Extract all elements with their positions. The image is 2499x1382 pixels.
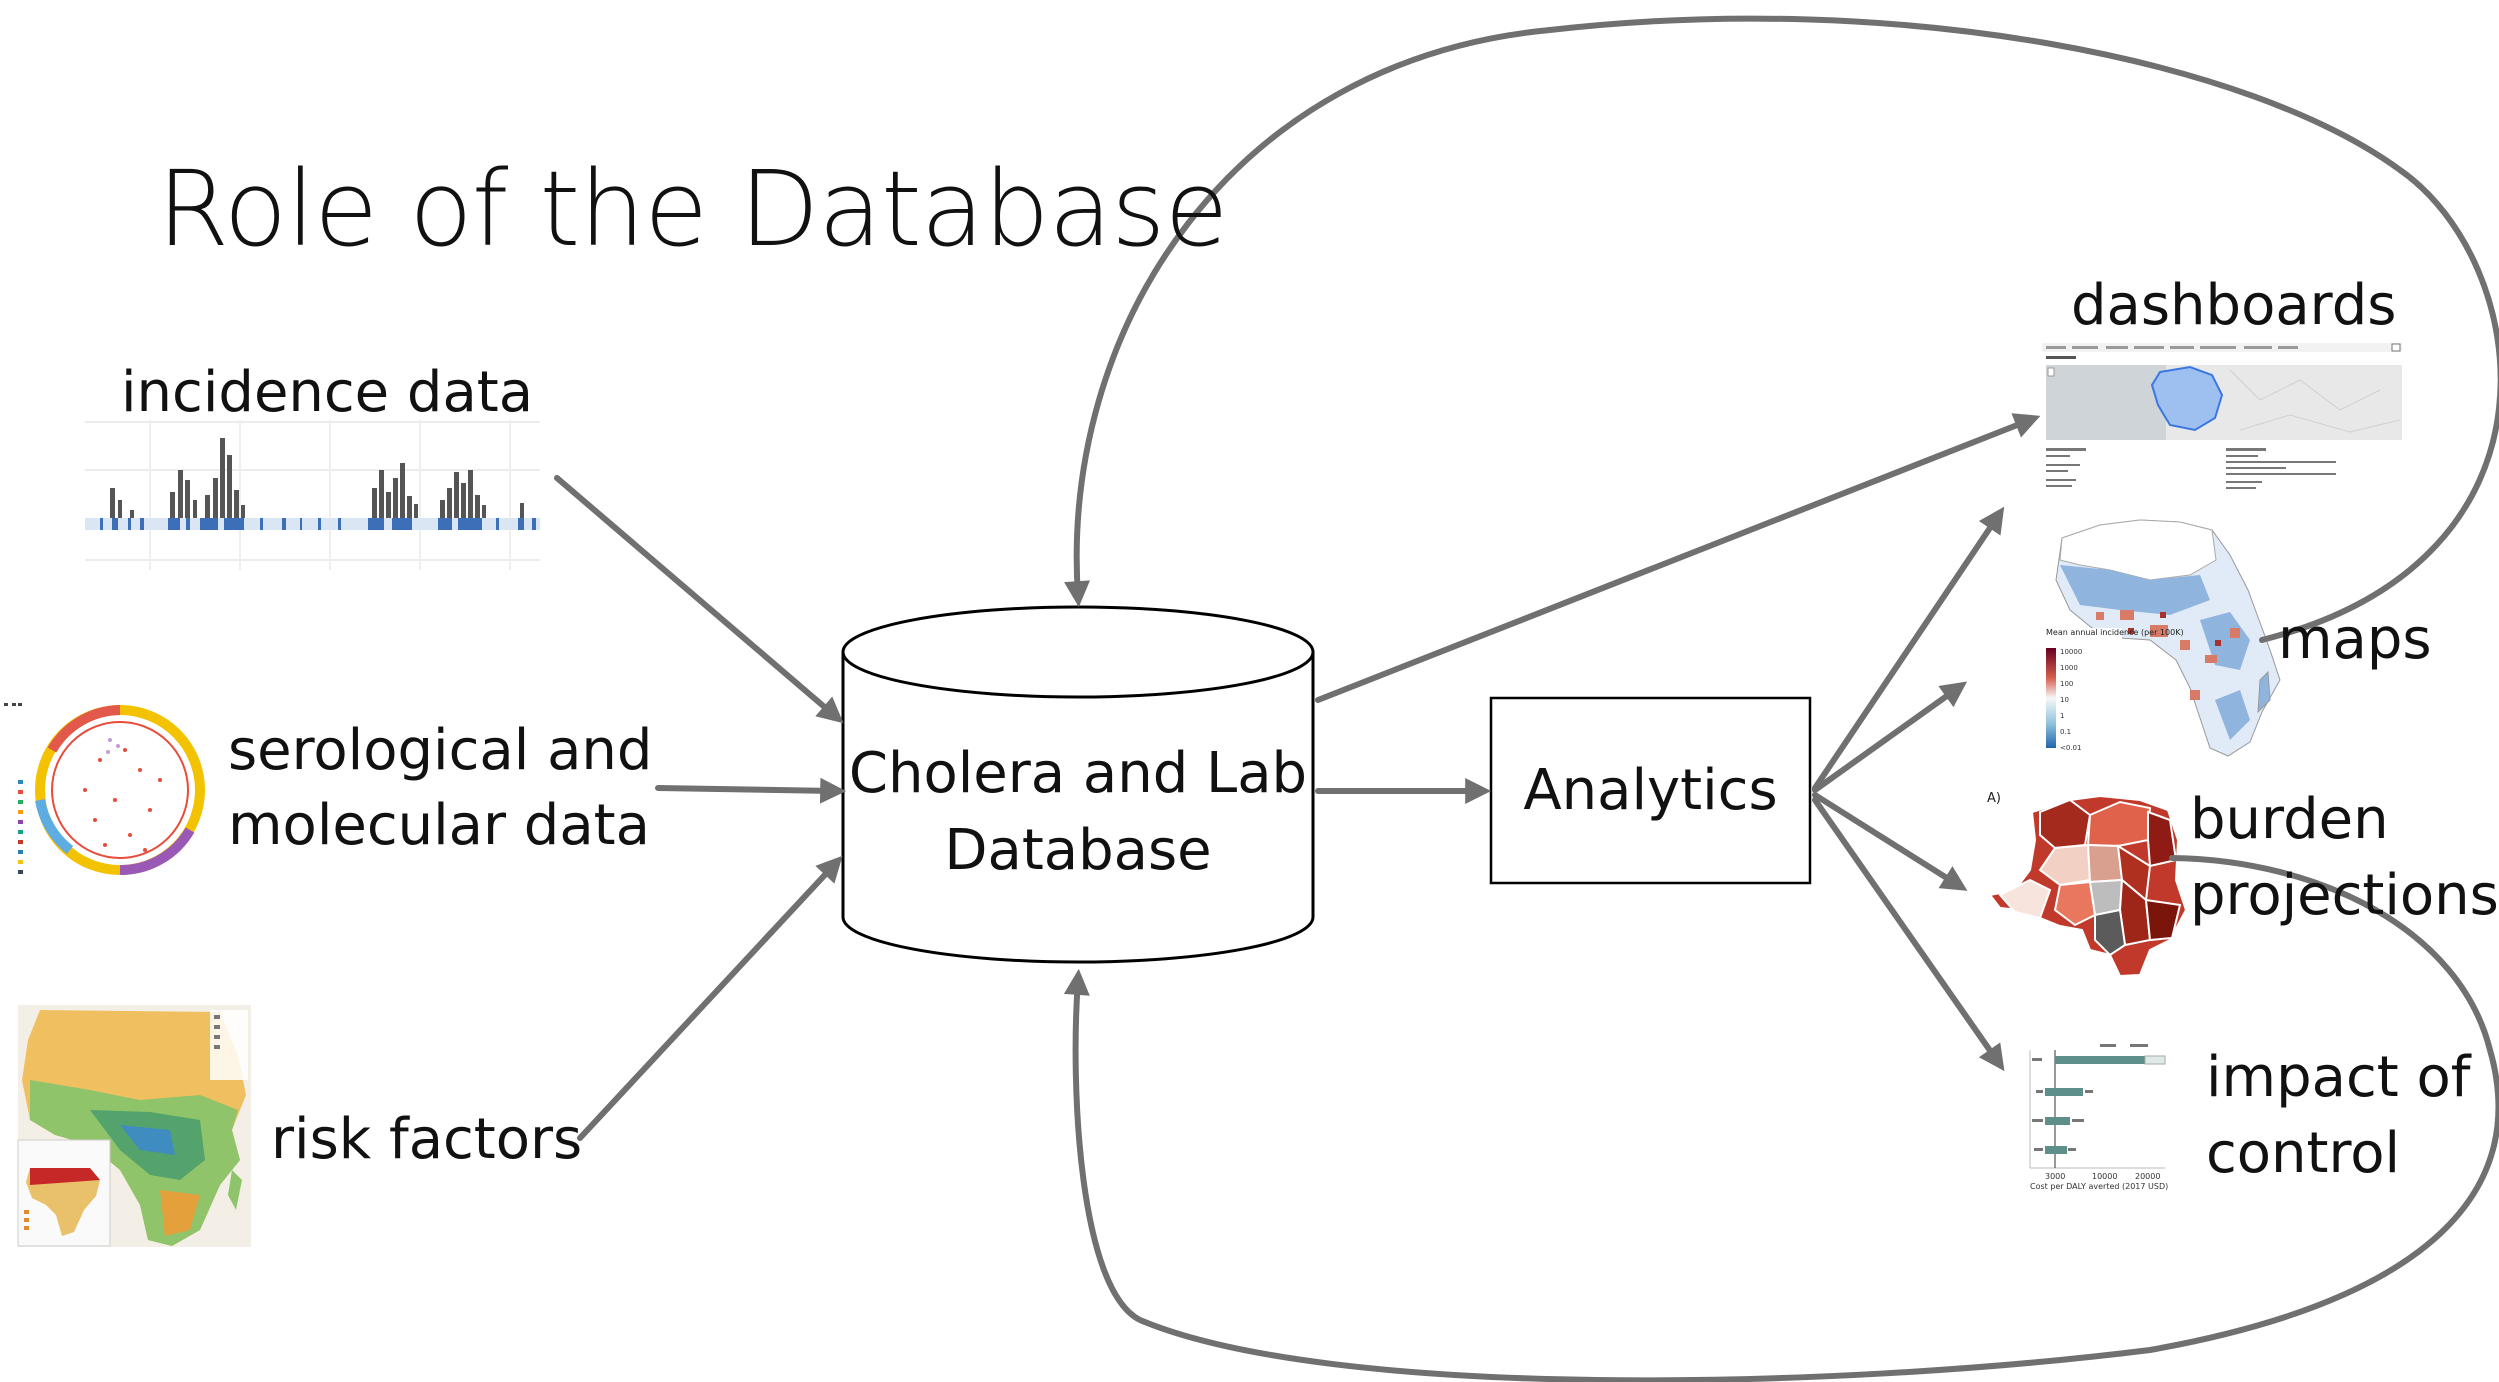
arrow-analytics-to-impact [1812,792,1968,891]
burden-label-line2: projections [2190,863,2499,928]
burden-label-line1: burden [2190,787,2389,852]
database-label-line2: Database [944,818,1212,883]
risk-factors-label: risk factors [271,1107,583,1172]
dashboards-thumbnail [2042,343,2402,513]
database-cylinder [841,605,1315,964]
maps-legend-tick: 1000 [2060,664,2078,672]
impact-xtick: 10000 [2092,1172,2117,1181]
impact-bar [2045,1146,2067,1154]
maps-legend-tick: 1 [2060,712,2064,720]
maps-legend-tick: 10 [2060,696,2069,704]
incidence-data-label: incidence data [121,360,534,425]
arrow-serological-to-database [655,777,847,804]
serological-thumbnail [4,703,205,876]
burden-panel-label: A) [1987,791,2001,806]
serological-label-line1: serological and [228,718,653,783]
database-label-line1: Cholera and Lab [848,741,1308,806]
analytics-box [1489,696,1812,885]
maps-legend-tick: 10000 [2060,648,2082,656]
impact-xtick: 3000 [2045,1172,2065,1181]
arrow-risk-to-database [577,855,843,1141]
maps-legend-tick: 100 [2060,680,2073,688]
impact-thumbnail: 3000 10000 20000 Cost per DALY averted (… [2012,1038,2172,1191]
slide-title: Role of the Database [157,148,1228,270]
arrow-analytics-to-maps [1812,506,2005,791]
maps-legend-colorbar [2046,648,2056,748]
incidence-bars [110,438,524,518]
database-label: Cholera and Lab Database [843,735,1313,889]
impact-bar [2055,1056,2145,1064]
burden-projections-label: burden projections [2190,782,2499,934]
impact-xtick: 20000 [2135,1172,2160,1181]
maps-legend-tick: 0.1 [2060,728,2071,736]
maps-label: maps [2278,607,2432,672]
analytics-label: Analytics [1523,758,1778,823]
arrow-analytics-to-burden [1812,681,1968,793]
maps-thumbnail: Mean annual incidence (per 100K) 10000 1… [2042,519,2281,758]
maps-legend-tick: <0.01 [2060,744,2081,752]
arrow-database-to-dashboards [1315,413,2041,703]
risk-factors-thumbnail [17,1005,251,1247]
serological-label: serological and molecular data [228,713,652,863]
impact-label-line1: impact of [2206,1045,2471,1110]
arrow-maps-feedback-to-database [1064,15,2499,643]
impact-bar [2045,1088,2083,1096]
arrow-burden-feedback-to-database [1063,855,2499,1382]
impact-label-line2: control [2206,1121,2401,1186]
maps-legend-title: Mean annual incidence (per 100K) [2046,628,2184,637]
serological-label-line2: molecular data [228,793,650,858]
impact-bar [2045,1117,2070,1125]
burden-thumbnail: A) [1987,791,2188,978]
impact-xlabel: Cost per DALY averted (2017 USD) [2030,1182,2168,1191]
incidence-thumbnail [85,420,540,570]
arrow-incidence-to-database [554,475,844,724]
arrow-analytics-to-impact-control [1812,797,2005,1072]
dashboards-label: dashboards [2071,273,2397,338]
impact-of-control-label: impact of control [2206,1040,2471,1192]
